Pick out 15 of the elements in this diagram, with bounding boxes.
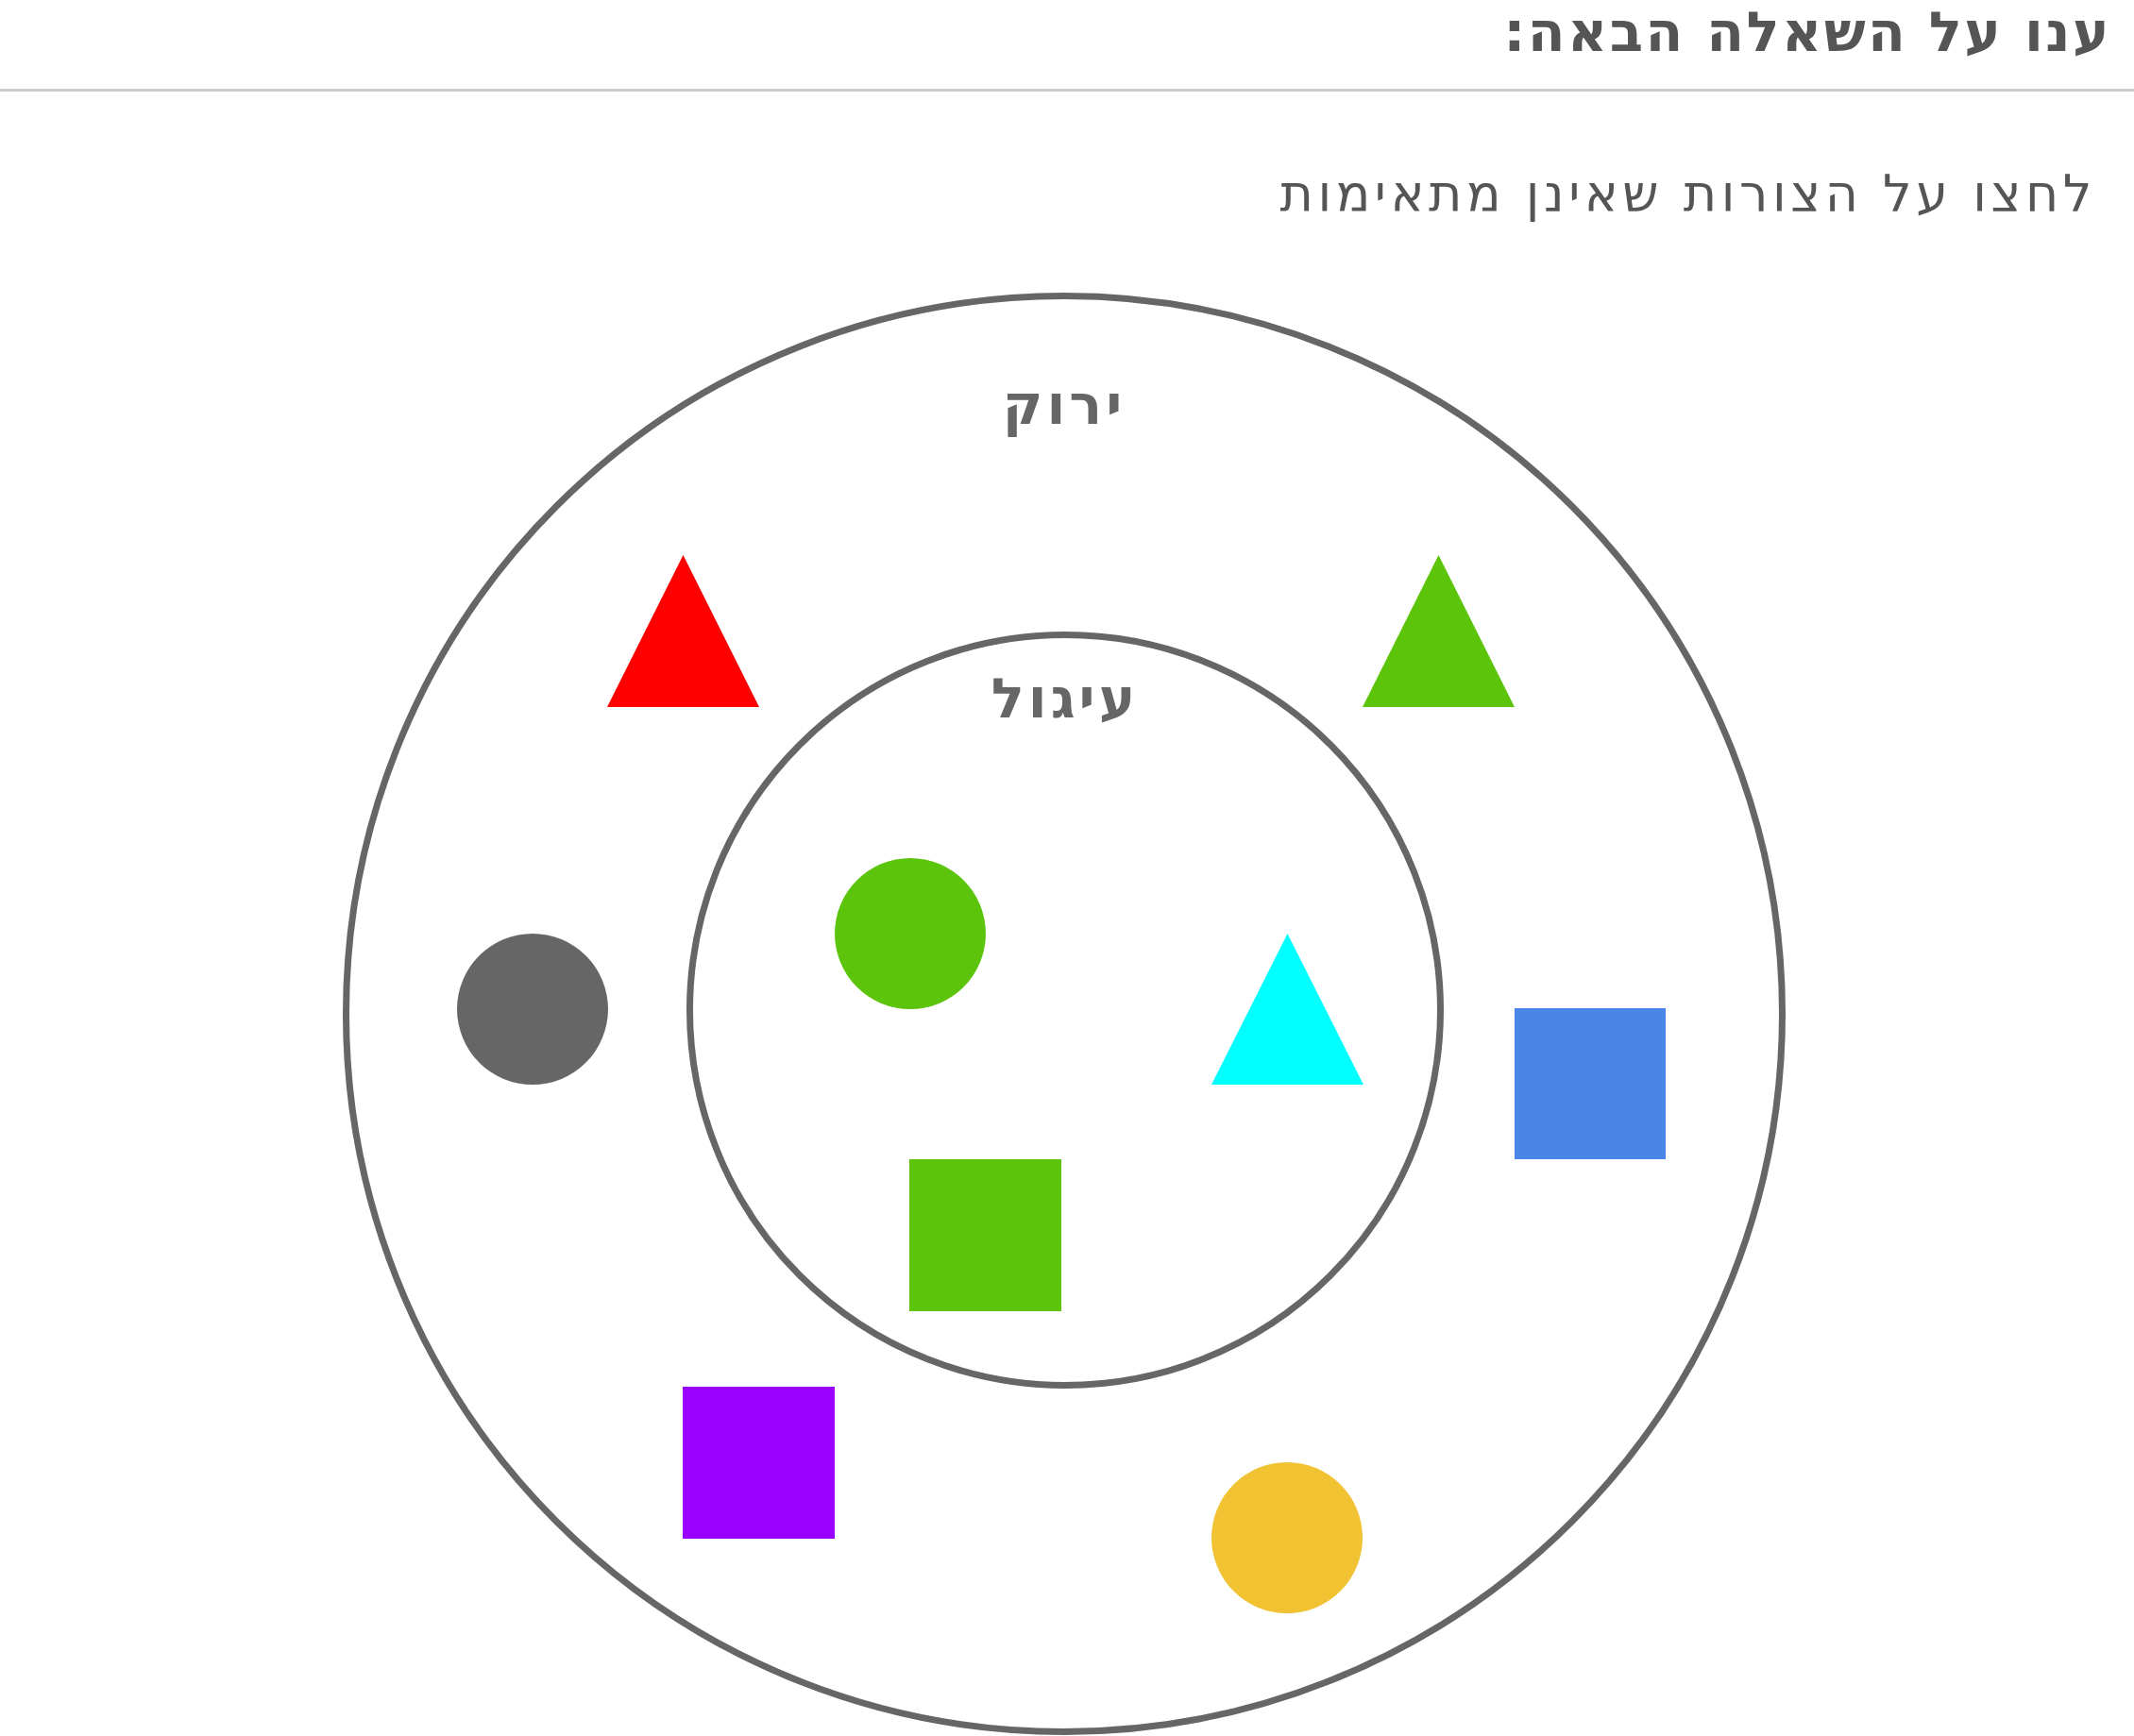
square-shape <box>1515 1008 1666 1159</box>
triangle-shape <box>1211 934 1363 1085</box>
triangle-shape <box>607 555 759 707</box>
circle-shape <box>1211 1462 1363 1613</box>
set-label: ירוק <box>1002 373 1126 439</box>
instruction-text: לחצו על הצורות שאינן מתאימות <box>1279 164 2096 226</box>
venn-circle <box>686 632 1444 1389</box>
circle-shape <box>457 934 608 1085</box>
circle-shape <box>835 858 986 1009</box>
set-label: עיגול <box>991 666 1140 733</box>
square-shape <box>909 1159 1061 1311</box>
triangle-shape <box>1363 555 1515 707</box>
venn-circle <box>343 293 1786 1735</box>
square-shape <box>683 1387 835 1539</box>
question-title: ענו על השאלה הבאה: <box>1503 0 2111 66</box>
